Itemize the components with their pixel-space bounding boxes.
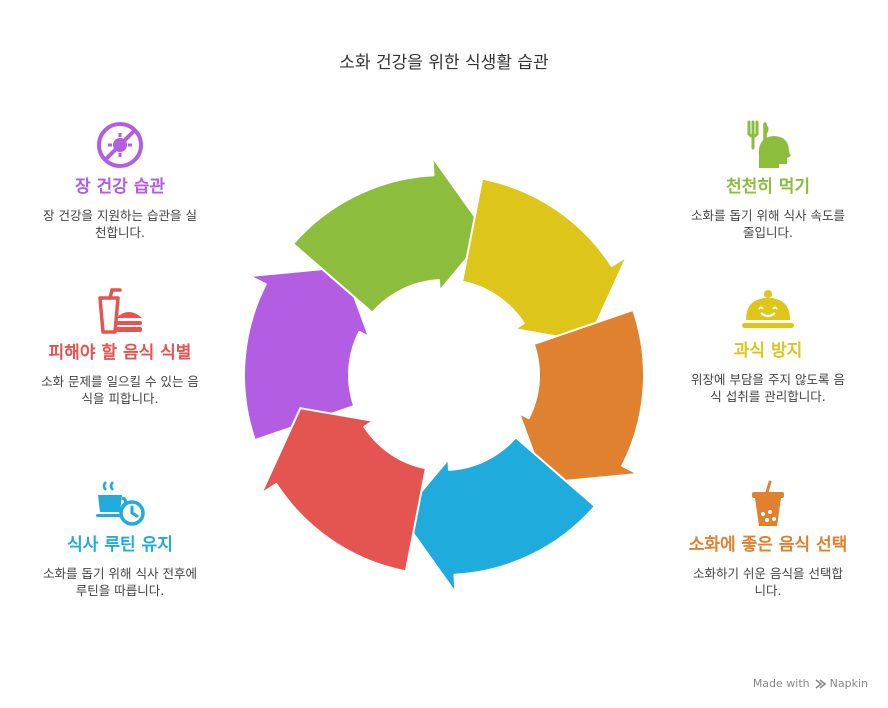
cycle-arrow-avoid bbox=[260, 407, 427, 573]
step-description: 소화를 돕기 위해 식사 전후에 루틴을 따릅니다. bbox=[43, 566, 197, 598]
food-cloche-icon bbox=[742, 290, 794, 328]
cycle-arrow-good bbox=[518, 308, 645, 484]
step-meal-routine: 식사 루틴 유지 소화를 돕기 위해 식사 전후에 루틴을 따릅니다. bbox=[40, 478, 200, 599]
step-description: 소화를 돕기 위해 식사 속도를 줄입니다. bbox=[691, 208, 845, 240]
step-description: 소화 문제를 일으킬 수 있는 음식을 피합니다. bbox=[41, 374, 199, 406]
step-description: 소화하기 쉬운 음식을 선택합니다. bbox=[693, 566, 843, 598]
step-eat-slowly: 천천히 먹기 소화를 돕기 위해 식사 속도를 줄입니다. bbox=[688, 118, 848, 241]
drink-burger-icon bbox=[98, 288, 142, 334]
step-choose-good-food: 소화에 좋은 음식 선택 소화하기 쉬운 음식을 선택합니다. bbox=[688, 480, 848, 599]
napkin-watermark: Made with Napkin bbox=[753, 677, 868, 690]
step-title: 장 건강 습관 bbox=[74, 177, 166, 197]
diagram-title: 소화 건강을 위한 식생활 습관 bbox=[339, 53, 549, 73]
step-title: 과식 방지 bbox=[733, 341, 803, 361]
cycle-arrow-slow bbox=[292, 156, 489, 314]
brand-text: Napkin bbox=[829, 677, 868, 690]
step-prevent-overeating: 과식 방지 위장에 부담을 주지 않도록 음식 섭취를 관리합니다. bbox=[688, 288, 848, 405]
coffee-clock-icon bbox=[96, 481, 145, 526]
step-description: 장 건강을 지원하는 습관을 실천합니다. bbox=[43, 208, 197, 240]
step-title: 소화에 좋은 음식 선택 bbox=[688, 535, 848, 555]
step-avoid-foods: 피해야 할 음식 식별 소화 문제를 일으킬 수 있는 음식을 피합니다. bbox=[40, 288, 200, 407]
napkin-logo-icon bbox=[815, 678, 826, 689]
step-description: 위장에 부담을 주지 않도록 음식 섭취를 관리합니다. bbox=[691, 372, 845, 404]
bacteria-prohibited-icon bbox=[97, 122, 143, 168]
step-gut-health: 장 건강 습관 장 건강을 지원하는 습관을 실천합니다. bbox=[40, 120, 200, 241]
cycle-arrow-routine bbox=[399, 436, 596, 594]
cycle-arrow-gut bbox=[243, 266, 370, 442]
cycle-arrow-overeat bbox=[461, 177, 628, 343]
bubble-tea-icon bbox=[752, 480, 784, 526]
made-with-text: Made with bbox=[752, 677, 810, 690]
step-title: 천천히 먹기 bbox=[725, 177, 811, 197]
step-title: 피해야 할 음식 식별 bbox=[48, 343, 192, 363]
step-title: 식사 루틴 유지 bbox=[67, 535, 173, 555]
eating-head-icon bbox=[747, 120, 791, 168]
